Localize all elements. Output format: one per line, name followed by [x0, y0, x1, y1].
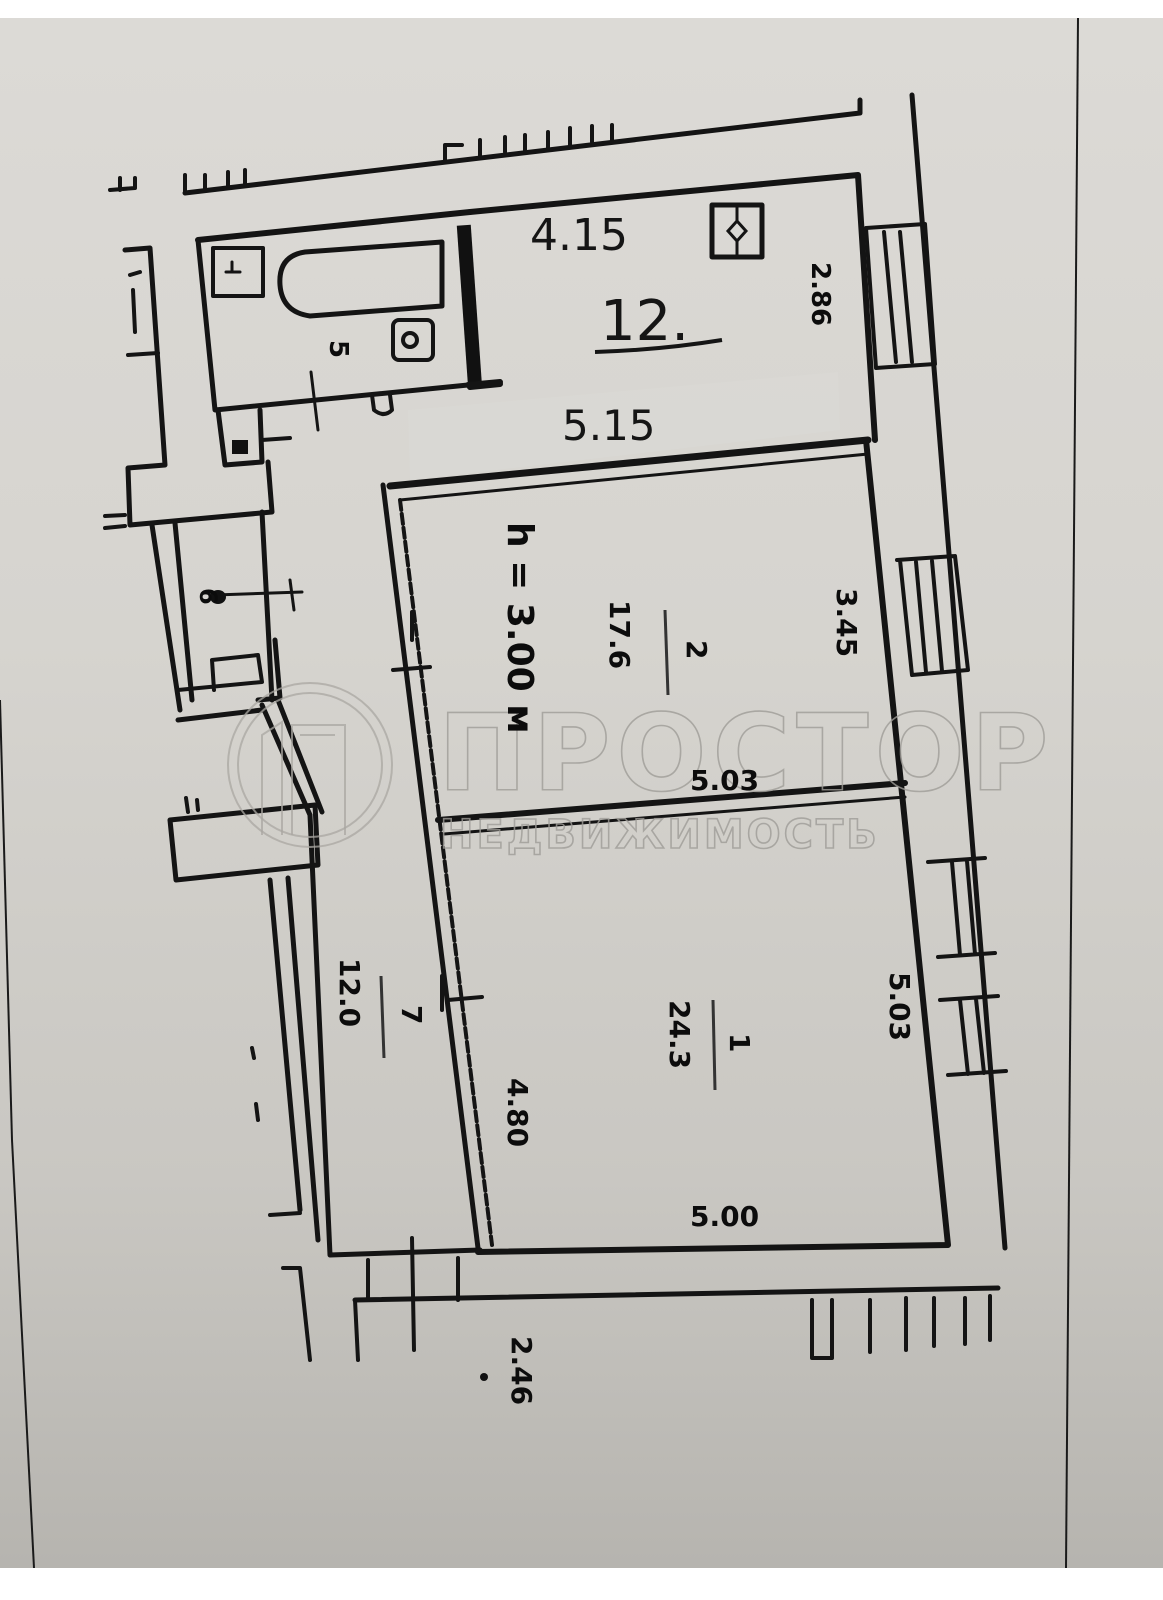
room-2-fraction-line [663, 609, 670, 696]
sheet-edge-right [1065, 17, 1079, 1569]
room-1-area: 24.3 [663, 1000, 696, 1069]
room-windows [895, 554, 1008, 1077]
dim-room2-right: 3.45 [830, 588, 863, 657]
dim-room1-left: 4.80 [501, 1078, 534, 1147]
sheet-edge-left [11, 1139, 35, 1569]
corridor-room-partition [380, 482, 481, 1251]
kitchen-partition [456, 224, 482, 386]
bottom-exterior-wall [281, 1236, 1001, 1381]
corridor-walls [167, 697, 483, 1258]
title-underline [594, 338, 723, 354]
room-5-number: 5 [323, 340, 353, 358]
room-2-area: 17.6 [603, 600, 636, 669]
kitchen-room2-wall-inner [398, 452, 870, 502]
dim-room1-bottom: 5.00 [690, 1200, 759, 1233]
sink-icon [211, 246, 265, 298]
room-1-number: 1 [723, 1033, 756, 1052]
bathroom [195, 237, 471, 432]
sheet-edge-left-upper [0, 699, 13, 1141]
dim-kitchen-right: 2.86 [805, 262, 835, 326]
kitchen-room2-wall [386, 436, 872, 490]
rooms-right-bottom-wall [475, 437, 951, 1255]
room-7-fraction-line [379, 975, 386, 1059]
kitchen-length-label: 5.15 [562, 401, 656, 450]
left-service-rooms [103, 245, 304, 723]
toilet-icon [391, 318, 435, 362]
watermark-brand: ПРОСТОР [438, 692, 1054, 815]
room-6-number: 6 [194, 588, 222, 605]
kitchen-outline [195, 172, 878, 443]
room2-room1-wall [435, 780, 908, 823]
stove-icon [709, 202, 765, 260]
kitchen-wall-end [467, 381, 503, 390]
watermark-subtitle: НЕДВИЖИМОСТЬ [440, 812, 880, 858]
ceiling-height-label: h = 3.00 м [499, 522, 540, 734]
kitchen-width-label: 4.15 [530, 210, 628, 261]
top-exterior-wall [108, 97, 863, 196]
room-7-number: 7 [395, 1005, 428, 1024]
corridor-niche [167, 802, 321, 883]
handwritten-total-label: 12. [600, 289, 689, 354]
door-marks [391, 610, 484, 1012]
bathtub-icon [277, 239, 445, 319]
dim-room1-right: 5.03 [883, 972, 916, 1041]
room-2-number: 2 [680, 640, 713, 659]
dim-room2-bottom: 5.03 [690, 764, 759, 797]
floor-plan-photo: ПРОСТОР НЕДВИЖИМОСТЬ 4.15 12. 5.15 2.86 … [0, 17, 1163, 1569]
corridor-room-partition-inner [398, 498, 494, 1247]
dim-exterior-wall: 2.46 [505, 1336, 538, 1405]
room-7-area: 12.0 [333, 958, 366, 1027]
room-1-fraction-line [711, 999, 717, 1091]
erased-area [408, 372, 840, 480]
kitchen-window [864, 222, 937, 370]
watermark-logo [227, 682, 393, 848]
room2-room1-wall-inner [442, 795, 907, 836]
